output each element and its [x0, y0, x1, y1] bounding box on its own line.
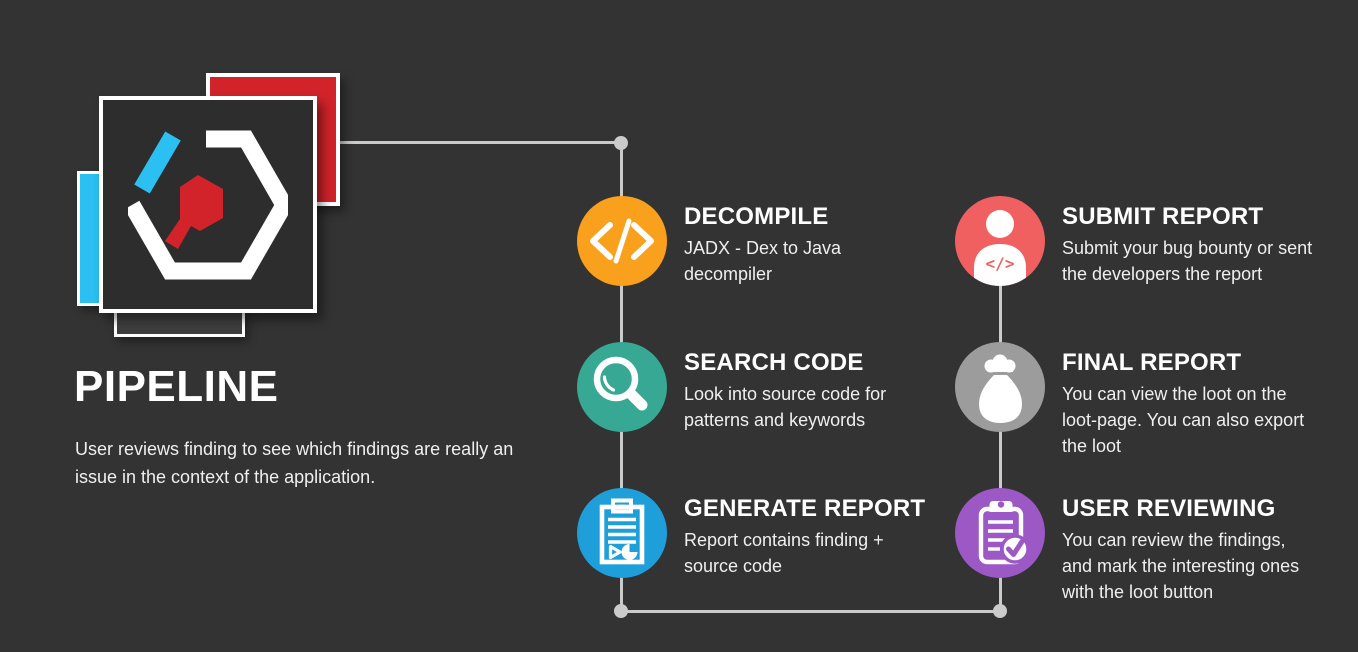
step-title: DECOMPILE	[684, 203, 829, 230]
step-title: FINAL REPORT	[1062, 349, 1242, 376]
step-final-report: FINAL REPORT You can view the loot on th…	[955, 342, 1318, 460]
connector-dot-bottom-right	[993, 604, 1007, 618]
step-circle	[577, 342, 667, 432]
page-subtitle: User reviews finding to see which findin…	[75, 439, 514, 487]
step-search-code: SEARCH CODE Look into source code for pa…	[577, 342, 934, 434]
person-code-icon: </>	[974, 210, 1026, 286]
step-description: You can review the findings, and mark th…	[1062, 530, 1300, 602]
page-title: PIPELINE	[74, 362, 279, 411]
step-description: Report contains finding + source code	[684, 530, 884, 576]
magnifier-icon	[593, 356, 648, 411]
hexagon-code-logo-icon	[128, 130, 288, 279]
step-circle	[577, 488, 667, 578]
step-description: You can view the loot on the loot-page. …	[1062, 384, 1305, 456]
connector-bottom-horizontal	[622, 610, 1002, 613]
step-user-reviewing: USER REVIEWING You can review the findin…	[955, 488, 1318, 606]
app-logo	[99, 96, 317, 313]
step-title: GENERATE REPORT	[684, 495, 926, 522]
clipboard-check-icon	[978, 501, 1030, 565]
step-description: Look into source code for patterns and k…	[684, 384, 887, 430]
loot-bag-icon	[979, 354, 1022, 423]
step-generate-report: GENERATE REPORT Report contains finding …	[577, 488, 934, 580]
report-clipboard-icon	[599, 498, 645, 565]
step-circle	[955, 488, 1045, 578]
step-circle	[577, 196, 667, 286]
connector-dot-top	[614, 136, 628, 150]
step-title: SEARCH CODE	[684, 349, 864, 376]
step-title: SUBMIT REPORT	[1062, 203, 1264, 230]
step-description: JADX - Dex to Java decompiler	[684, 238, 842, 284]
step-description: Submit your bug bounty or sent the devel…	[1062, 238, 1313, 284]
svg-text:</>: </>	[986, 254, 1015, 273]
step-decompile: DECOMPILE JADX - Dex to Java decompiler	[577, 196, 934, 288]
connector-top-horizontal	[340, 141, 622, 144]
step-title: USER REVIEWING	[1062, 495, 1276, 522]
step-submit-report: </> SUBMIT REPORT Submit your bug bounty…	[955, 196, 1318, 288]
connector-dot-bottom-left	[614, 604, 628, 618]
step-circle	[955, 342, 1045, 432]
code-icon	[590, 218, 654, 264]
step-circle: </>	[955, 196, 1045, 286]
